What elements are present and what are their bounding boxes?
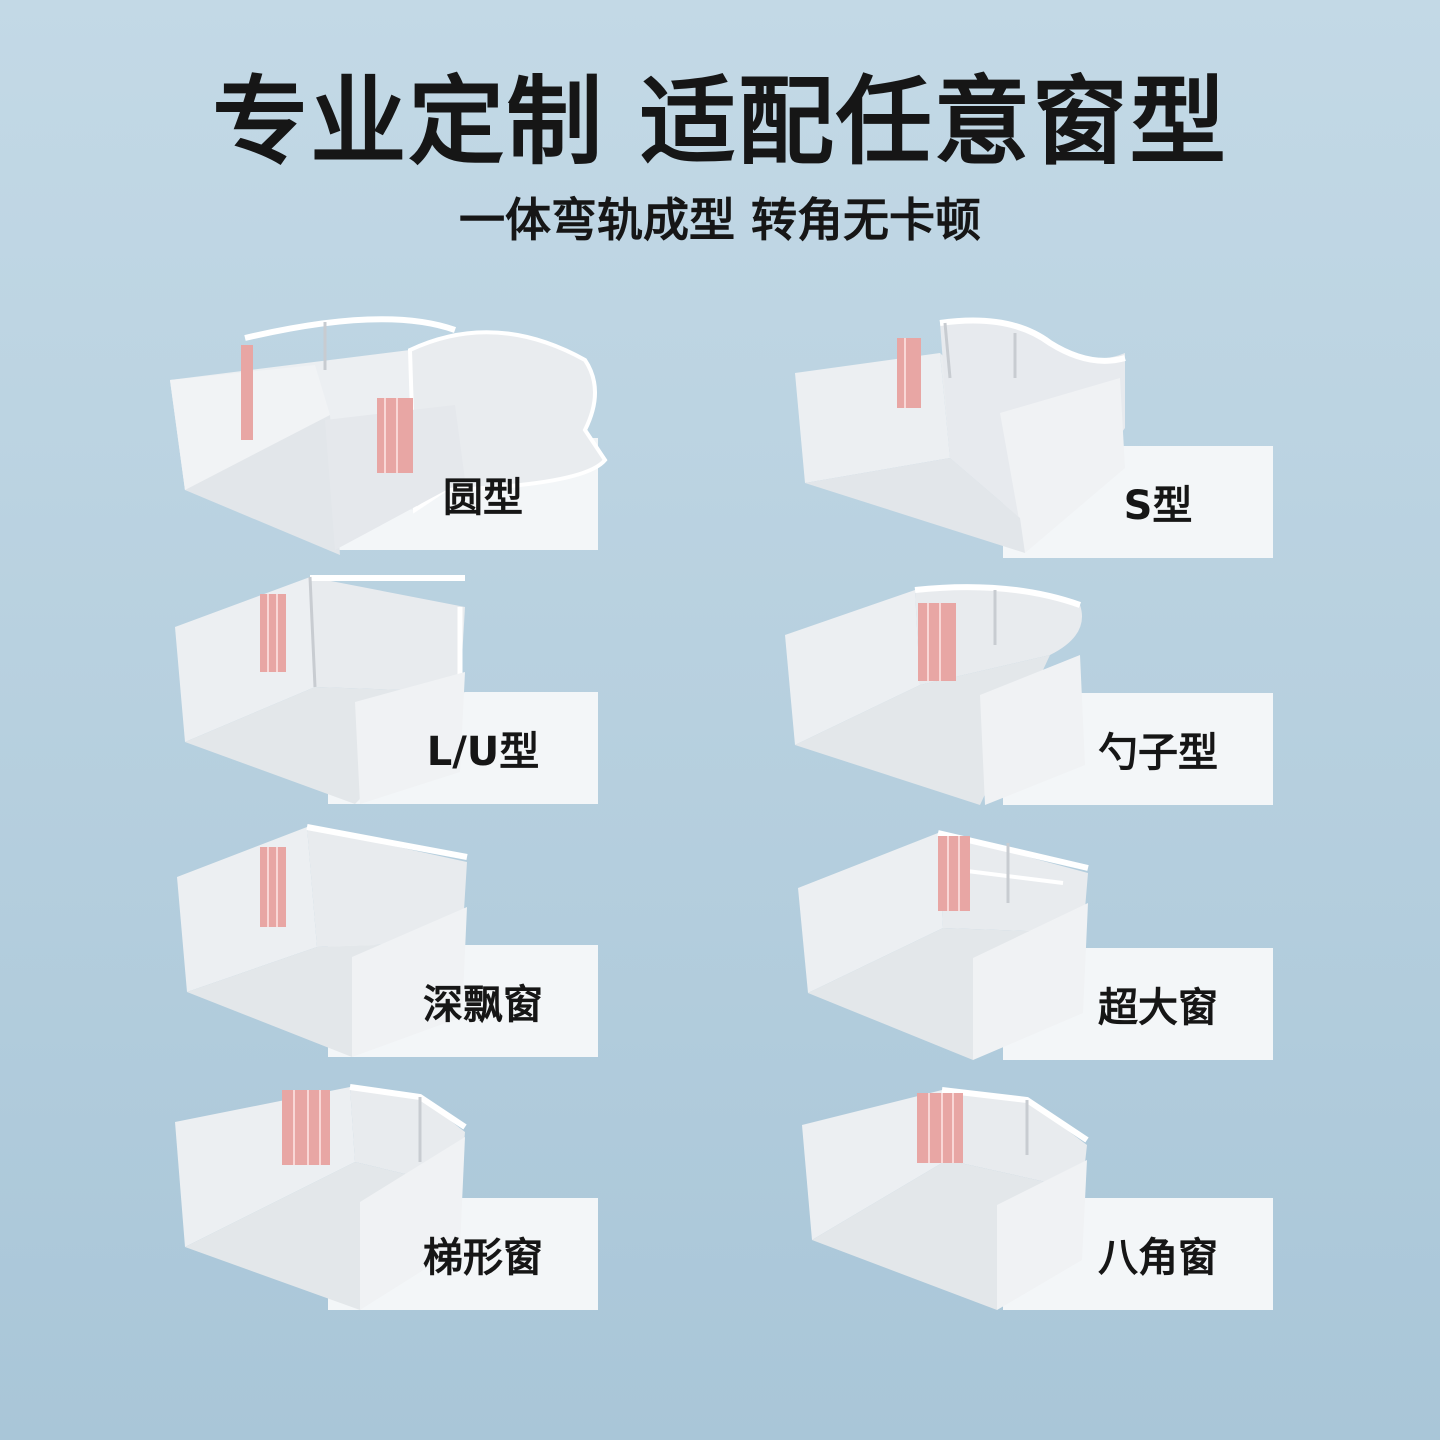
- lu-shaped-window-icon: [175, 575, 465, 804]
- window-type-card-extra-large[interactable]: 超大窗: [793, 828, 1273, 1060]
- window-type-card-octagonal[interactable]: 八角窗: [797, 1085, 1273, 1310]
- trapezoid-window-icon: [175, 1084, 467, 1310]
- extra-large-window-icon: [798, 830, 1089, 1060]
- page-subtitle: 一体弯轨成型 转角无卡顿: [458, 193, 981, 247]
- window-type-card-deep-bay[interactable]: 深飘窗: [172, 822, 598, 1057]
- octagonal-window-icon: [802, 1087, 1089, 1310]
- spoon-shaped-window-icon: [785, 584, 1085, 805]
- window-type-label: L/U型: [426, 729, 540, 775]
- window-type-card-spoon[interactable]: 勺子型: [780, 584, 1273, 805]
- s-shaped-window-icon: [795, 317, 1126, 553]
- window-type-card-trapezoid[interactable]: 梯形窗: [170, 1082, 598, 1310]
- window-type-label: S型: [1123, 483, 1193, 529]
- window-type-label: 圆型: [443, 475, 523, 521]
- window-type-label: 梯形窗: [423, 1235, 543, 1281]
- window-type-label: 深飘窗: [423, 982, 543, 1028]
- deep-bay-window-icon: [177, 824, 468, 1057]
- page-title: 专业定制 适配任意窗型: [212, 66, 1228, 178]
- window-type-label: 超大窗: [1098, 985, 1218, 1031]
- window-type-card-lu[interactable]: L/U型: [170, 572, 598, 804]
- window-type-label: 勺子型: [1098, 730, 1218, 776]
- round-bay-window-icon: [170, 316, 608, 555]
- window-type-card-s[interactable]: S型: [790, 317, 1273, 558]
- window-type-label: 八角窗: [1098, 1235, 1218, 1281]
- window-type-card-round[interactable]: 圆型: [165, 310, 608, 555]
